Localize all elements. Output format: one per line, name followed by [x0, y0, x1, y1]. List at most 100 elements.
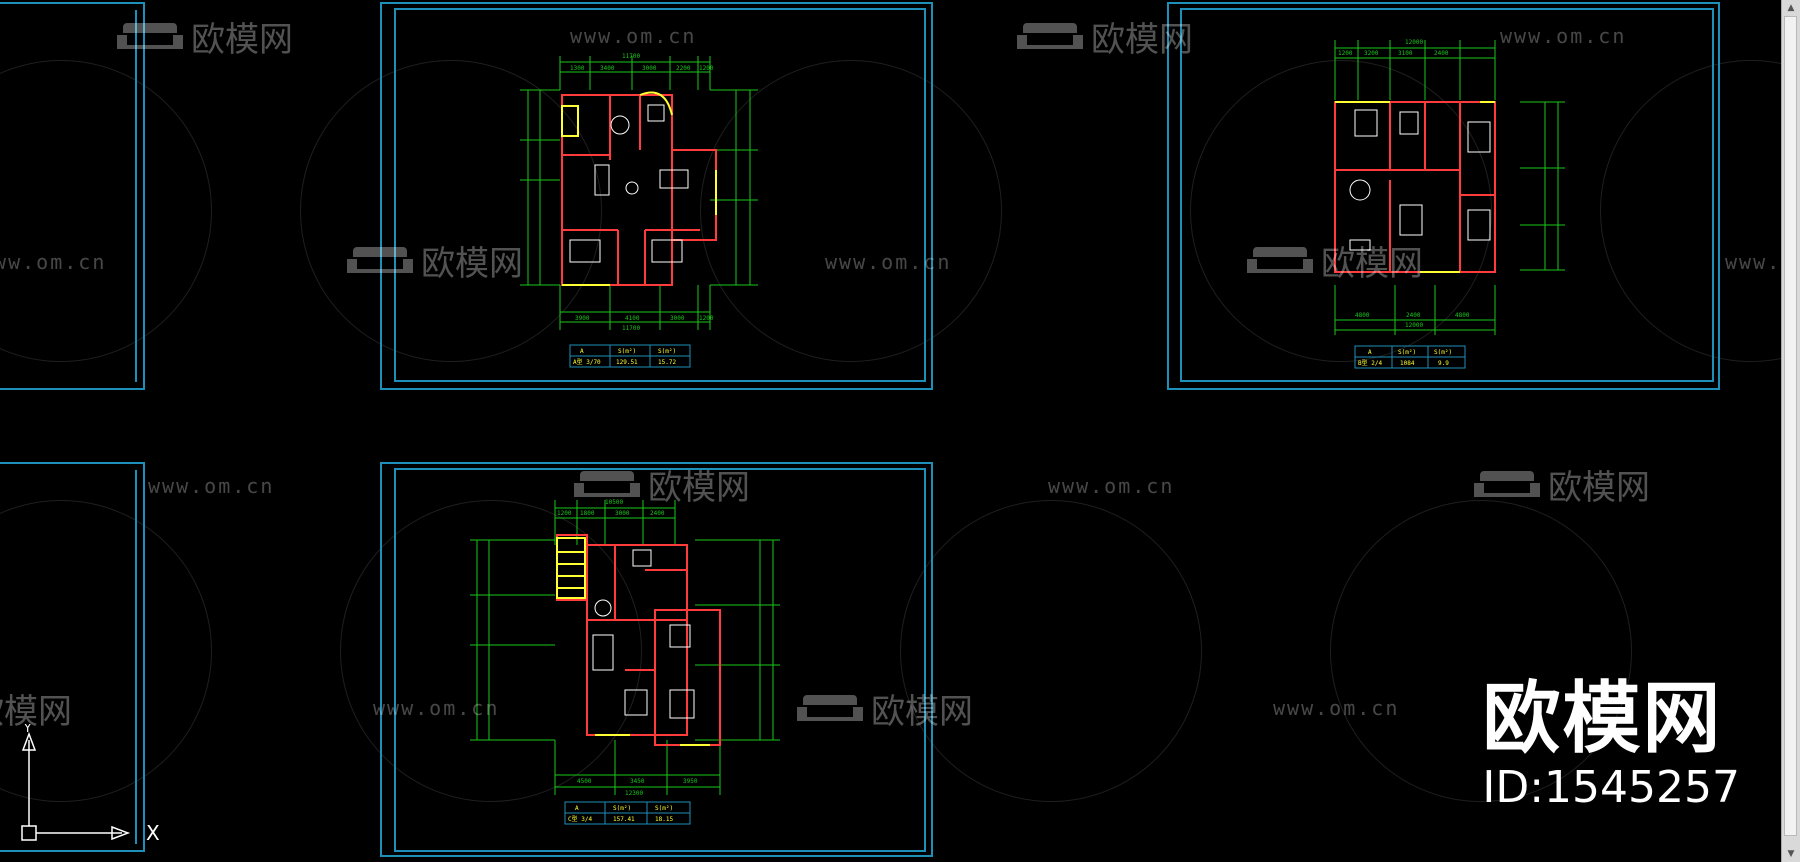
- sofa-icon: [117, 22, 183, 49]
- watermark-circle: [300, 60, 602, 362]
- dim-bottom: 4100: [625, 315, 640, 322]
- watermark-circle: [1190, 60, 1492, 362]
- sheet-frame-left-top-inner: [135, 10, 137, 382]
- sheet-frame-top-1: [380, 2, 933, 390]
- sofa-icon: [574, 470, 640, 497]
- watermark-circle: [340, 500, 642, 802]
- area-table-head: A: [1368, 349, 1372, 356]
- area-table-cell: 18.15: [655, 816, 673, 823]
- watermark-url: www.om.cn: [1500, 24, 1627, 48]
- dim-total-top: 11700: [622, 53, 640, 60]
- watermark-logo-text: 欧模网: [421, 244, 523, 284]
- watermark-circle: [700, 60, 1002, 362]
- area-table-head: A: [580, 348, 584, 355]
- watermark-url: www.om.cn: [825, 250, 952, 274]
- watermark-url: www.om.cn: [148, 474, 275, 498]
- watermark-logo: 欧模网: [572, 460, 750, 509]
- brand-name: 欧模网: [1482, 674, 1723, 764]
- area-table-head: S(m²): [658, 348, 676, 355]
- area-table-cell: 15.72: [658, 359, 676, 366]
- sofa-icon: [1017, 22, 1083, 49]
- dim-top: 1200: [1338, 50, 1353, 57]
- area-table-head: S(m²): [1434, 349, 1452, 356]
- dim-top: 1800: [580, 510, 595, 517]
- watermark-logo: 欧模网: [1472, 460, 1650, 509]
- floor-plan-top-left[interactable]: 1300 3400 3000 2200 1200 11700 3900 4100…: [500, 40, 790, 380]
- area-table-cell: A型 3/70: [573, 358, 601, 366]
- sofa-icon: [1474, 470, 1540, 497]
- dim-top: 2200: [676, 65, 691, 72]
- dim-top: 1200: [699, 65, 714, 72]
- dim-total-top: 10500: [605, 499, 623, 506]
- dim-bottom: 2400: [1406, 312, 1421, 319]
- area-table-head: S(m²): [618, 348, 636, 355]
- vertical-scrollbar[interactable]: ▲ ▼: [1781, 0, 1800, 862]
- brand-id: ID:1545257: [1482, 762, 1740, 813]
- area-table-cell: 9.9: [1438, 360, 1449, 367]
- watermark-circle: [900, 500, 1202, 802]
- dim-bottom: 4500: [577, 778, 592, 785]
- ucs-x-label: X: [146, 821, 160, 845]
- dim-top: 3000: [615, 510, 630, 517]
- watermark-logo-text: 欧模网: [871, 692, 973, 732]
- sofa-icon: [347, 246, 413, 273]
- brand-watermark: 欧模网 ID:1545257: [1482, 680, 1740, 810]
- dim-bottom: 3900: [575, 315, 590, 322]
- sheet-frame-bottom-1: [380, 462, 933, 857]
- area-table-cell: 157.41: [613, 816, 635, 823]
- area-table-cell: 1084: [1400, 360, 1415, 367]
- dim-top: 2400: [1434, 50, 1449, 57]
- dim-bottom: 4800: [1355, 312, 1370, 319]
- area-table-cell: B型 2/4: [1358, 359, 1382, 367]
- dim-total-bottom: 12000: [1405, 322, 1423, 329]
- watermark-url: www.om.cn: [1048, 474, 1175, 498]
- dim-bottom: 3450: [630, 778, 645, 785]
- ucs-y-label: Y: [23, 724, 32, 735]
- dim-bottom: 4800: [1455, 312, 1470, 319]
- sheet-frame-bottom-1-inner: [394, 468, 926, 852]
- dim-total-bottom: 11700: [622, 325, 640, 332]
- watermark-url: www.om.cn: [373, 696, 500, 720]
- sheet-frame-top-2-inner: [1180, 8, 1714, 382]
- area-table-head: S(m²): [1398, 349, 1416, 356]
- area-table-head: S(m²): [613, 805, 631, 812]
- sheet-frame-left-bottom-inner: [135, 470, 137, 844]
- watermark-logo-text: 欧模网: [0, 692, 72, 732]
- watermark-logo-text: 欧模网: [1548, 468, 1650, 508]
- watermark-logo-text: 欧模网: [648, 468, 750, 508]
- dim-top: 3200: [1364, 50, 1379, 57]
- watermark-logo-text: 欧模网: [1321, 244, 1423, 284]
- dim-top: 1200: [557, 510, 572, 517]
- dim-bottom: 3950: [683, 778, 698, 785]
- area-table-head: A: [575, 805, 579, 812]
- watermark-logo: 欧模网: [1245, 236, 1423, 285]
- watermark-circle: [1330, 500, 1632, 802]
- dim-bottom: 1200: [699, 315, 714, 322]
- scroll-down-icon[interactable]: ▼: [1787, 849, 1795, 859]
- sheet-frame-top-2: [1167, 2, 1720, 390]
- watermark-logo: 欧模网: [345, 236, 523, 285]
- sheet-frame-top-1-inner: [394, 8, 926, 382]
- watermark-logo-text: 欧模网: [191, 20, 293, 60]
- scroll-up-icon[interactable]: ▲: [1787, 3, 1795, 13]
- sofa-icon: [1247, 246, 1313, 273]
- watermark-logo: 欧模网: [795, 684, 973, 733]
- dim-bottom: 3000: [670, 315, 685, 322]
- sheet-frame-left-bottom: [0, 462, 145, 852]
- dim-top: 2400: [650, 510, 665, 517]
- watermark-url: www.om.cn: [0, 250, 107, 274]
- scroll-thumb[interactable]: [1784, 16, 1797, 836]
- area-table-head: S(m²): [655, 805, 673, 812]
- sofa-icon: [797, 694, 863, 721]
- ucs-icon: Y X: [21, 724, 160, 845]
- area-table-cell: C型 3/4: [568, 815, 592, 823]
- watermark-url: www.om.cn: [570, 24, 697, 48]
- area-table-cell: 129.51: [616, 359, 638, 366]
- dim-top: 3400: [600, 65, 615, 72]
- floor-plan-top-right[interactable]: 1200 3200 3100 2400 12000 4800 2400 4800…: [1320, 30, 1600, 380]
- watermark-logo: 欧模网: [1015, 12, 1193, 61]
- sheet-frame-left-top: [0, 2, 145, 390]
- dim-top: 1300: [570, 65, 585, 72]
- floor-plan-bottom-left[interactable]: 1200 1800 3000 2400 10500 4500 3450 3950…: [455, 490, 805, 835]
